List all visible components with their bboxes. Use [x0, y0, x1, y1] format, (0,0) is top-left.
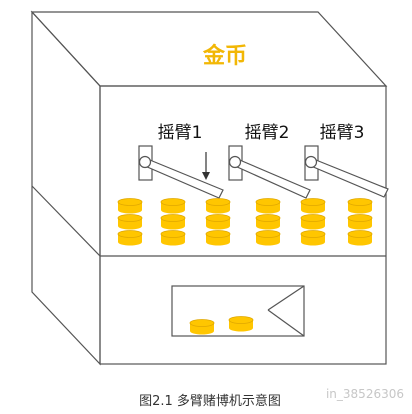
coin-stacks — [117, 198, 373, 246]
coin — [205, 198, 231, 214]
box-left-face — [31, 10, 101, 366]
coin — [160, 230, 186, 246]
coin — [255, 214, 281, 230]
watermark: in_38526306 — [326, 387, 404, 401]
pull-arrow-head — [202, 172, 210, 180]
arm-2-label: 摇臂2 — [245, 123, 290, 143]
arm-3[interactable]: 摇臂3 — [304, 123, 389, 198]
coin — [300, 214, 326, 230]
coin — [117, 230, 143, 246]
coin — [160, 214, 186, 230]
box-divider-left — [31, 185, 101, 257]
coin — [255, 198, 281, 214]
machine-box — [30, 10, 388, 366]
machine-title: 金币 — [202, 43, 247, 69]
coin — [347, 230, 373, 246]
tray-coin — [189, 319, 215, 335]
tray-coins — [189, 316, 254, 335]
coin — [347, 198, 373, 214]
arm-2-pivot — [228, 155, 242, 169]
tray-coin — [228, 316, 254, 332]
coin — [205, 230, 231, 246]
arm-1-pivot — [138, 155, 152, 169]
coin — [117, 198, 143, 214]
coin — [347, 214, 373, 230]
arm-2-lever — [234, 157, 311, 199]
coin — [205, 214, 231, 230]
arm-1[interactable]: 摇臂1 — [138, 123, 224, 199]
arm-3-label: 摇臂3 — [320, 123, 365, 143]
coin — [117, 214, 143, 230]
arm-3-pivot — [304, 155, 318, 169]
tray-edge-bottom — [267, 309, 305, 337]
arm-2[interactable]: 摇臂2 — [228, 123, 311, 199]
tray-edge-top — [267, 285, 305, 311]
coin — [160, 198, 186, 214]
arm-1-lever — [144, 157, 224, 199]
coin — [300, 230, 326, 246]
box-front-face — [99, 85, 387, 365]
arm-3-lever — [310, 157, 389, 198]
coin-tray — [171, 285, 305, 337]
figure-caption: 图2.1 多臂赌博机示意图 — [139, 393, 281, 409]
coin — [255, 230, 281, 246]
coin — [300, 198, 326, 214]
arm-1-label: 摇臂1 — [158, 123, 203, 143]
